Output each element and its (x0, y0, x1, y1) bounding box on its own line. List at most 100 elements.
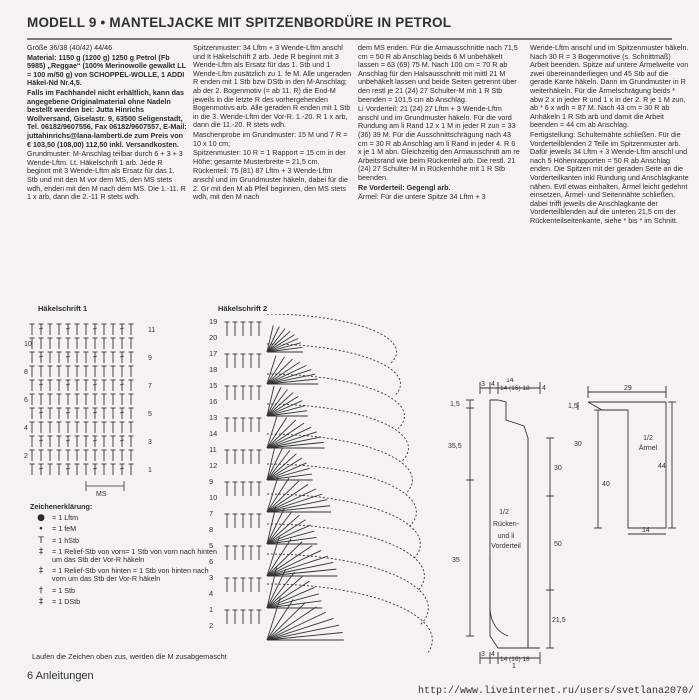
chain-arc (266, 523, 425, 592)
row-number: 17 (209, 349, 217, 358)
stitch-mark (266, 571, 295, 609)
stitch-mark (266, 334, 295, 353)
legend-title: Zeichenerklärung: (30, 502, 93, 511)
row-number: 16 (209, 397, 217, 406)
stitch-mark (119, 327, 125, 330)
row-number: 2 (209, 621, 213, 630)
stitch-mark (266, 346, 303, 353)
stitch-mark (92, 439, 98, 442)
stitch-mark (266, 477, 290, 513)
stitch-mark (266, 600, 322, 609)
row-number: 3 (148, 439, 152, 446)
legend-item: ‡= 1 DStb (30, 596, 220, 607)
stitch-mark (266, 567, 278, 609)
page-title: MODELL 9 • MANTELJACKE MIT SPITZENBORDÜR… (27, 15, 452, 30)
stitch-mark (266, 586, 315, 609)
stitch-mark (266, 536, 280, 577)
sleeve-dim-44: 44 (658, 463, 666, 470)
stitch-mark (65, 411, 71, 414)
dim-top-3: 3 (481, 381, 485, 388)
dim-35: 35 (452, 557, 460, 564)
dim-bottom-1: 1 (512, 663, 516, 670)
stitch-mark (266, 597, 281, 641)
row-number: 8 (209, 525, 213, 534)
stitch-mark (266, 453, 297, 481)
row-number: 9 (148, 355, 152, 362)
stitch-mark (266, 400, 303, 417)
stitch-mark (266, 599, 294, 641)
row-number: 11 (148, 327, 155, 334)
dim-1-5: 1,5 (450, 401, 460, 408)
stitch-mark (266, 536, 317, 545)
re-vorderteil-paragraph: Re Vorderteil: Gegengl arb. (358, 182, 451, 192)
row-number: 5 (148, 411, 152, 418)
sleeve-dim-1-5: 1,5 (568, 403, 578, 410)
stitch-mark (266, 581, 310, 609)
stitch-mark (266, 493, 323, 513)
back-label-4: Vorderteil (491, 543, 521, 550)
back-label-1: 1/2 (499, 509, 509, 516)
stitch-mark (266, 426, 312, 449)
stitch-mark (38, 327, 44, 330)
tr-symbol: ‡ (38, 596, 44, 607)
sleeve-dim-40: 40 (602, 481, 610, 488)
legend-item: ●= 1 Lftm (30, 513, 220, 522)
chain-arc (266, 373, 405, 429)
text-column-2: Spitzenmuster: 34 Lftm + 3 Wende-Lftm an… (193, 43, 353, 203)
schematic-sleeve: 29 1,5 44 1/2 Ärmel 30 40 14 (568, 385, 676, 535)
fertigstellung-paragraph: Fertigstellung: Schulternähte schließen.… (530, 129, 689, 225)
stitch-mark (266, 417, 288, 449)
stitch-mark (266, 457, 303, 481)
size-line: Größe 36/38 (40/42) 44/46 (27, 43, 113, 52)
chain-arc (266, 403, 409, 462)
back-label-2: Rücken- (493, 521, 520, 528)
row-number: 14 (209, 429, 217, 438)
row-number: 8 (24, 369, 28, 376)
row-number: 13 (209, 413, 217, 422)
stitch-mark (266, 450, 291, 481)
row-number: 10 (209, 493, 217, 502)
bpdc-symbol: ‡ (38, 566, 44, 577)
stitch-mark (38, 355, 44, 358)
rueckenteil-paragraph: Rückenteil: 75 (81) 87 Lftm + 3 Wende-Lf… (193, 166, 349, 202)
stitch-mark (266, 467, 310, 481)
row-number: 6 (209, 557, 213, 566)
page-footer: 6 Anleitungen (27, 670, 94, 682)
armausschnitt-paragraph: dem MS enden. Für die Armausschnitte nac… (358, 43, 518, 104)
stitch-mark (266, 624, 340, 641)
stitch-mark (92, 327, 98, 330)
haekelschrift-2-label: Häkelschrift 2 (218, 304, 268, 313)
legend-item: ‡= 1 Relief-Stb von vorn= 1 Stb von vorn… (30, 547, 220, 564)
stitch-mark (266, 405, 306, 417)
stitch-mark (266, 369, 312, 385)
chain-arc (266, 463, 417, 527)
stitch-mark (119, 467, 125, 470)
stitch-mark (266, 415, 278, 449)
row-number: 4 (24, 425, 28, 432)
aermel-cont-paragraph: Wende-Lftm anschl und im Spitzenmuster h… (530, 43, 689, 130)
stitch-mark (266, 568, 337, 577)
stitch-mark (266, 422, 305, 449)
row-number: 10 (24, 341, 32, 348)
stitch-mark (266, 562, 334, 577)
stitch-mark (266, 555, 329, 577)
stitch-mark (266, 617, 334, 641)
dim-bottom-range: 14 (16) 18 (500, 656, 530, 663)
row-number: 7 (209, 509, 213, 518)
stitch-mark (266, 441, 324, 449)
stitch-mark (266, 524, 311, 545)
legend-item: T= 1 hStb (30, 536, 220, 545)
row-number: 5 (209, 541, 213, 550)
maschenprobe-paragraph: Maschenprobe im Grundmuster: 15 M und 7 … (193, 129, 348, 148)
stitch-mark (266, 330, 291, 353)
sleeve-dim-30: 30 (574, 441, 582, 448)
legend-footnote: Laufen die Zeichen oben zus, werden die … (32, 652, 227, 661)
dim-top-range: 14 (16) 18 (500, 385, 530, 392)
chain-arc (266, 553, 429, 625)
stitch-mark (92, 467, 98, 470)
stitch-mark (266, 568, 287, 609)
dim-top-4: 4 (491, 381, 495, 388)
stitch-mark (266, 358, 293, 385)
row-number: 6 (24, 397, 28, 404)
stitch-mark (266, 365, 307, 385)
